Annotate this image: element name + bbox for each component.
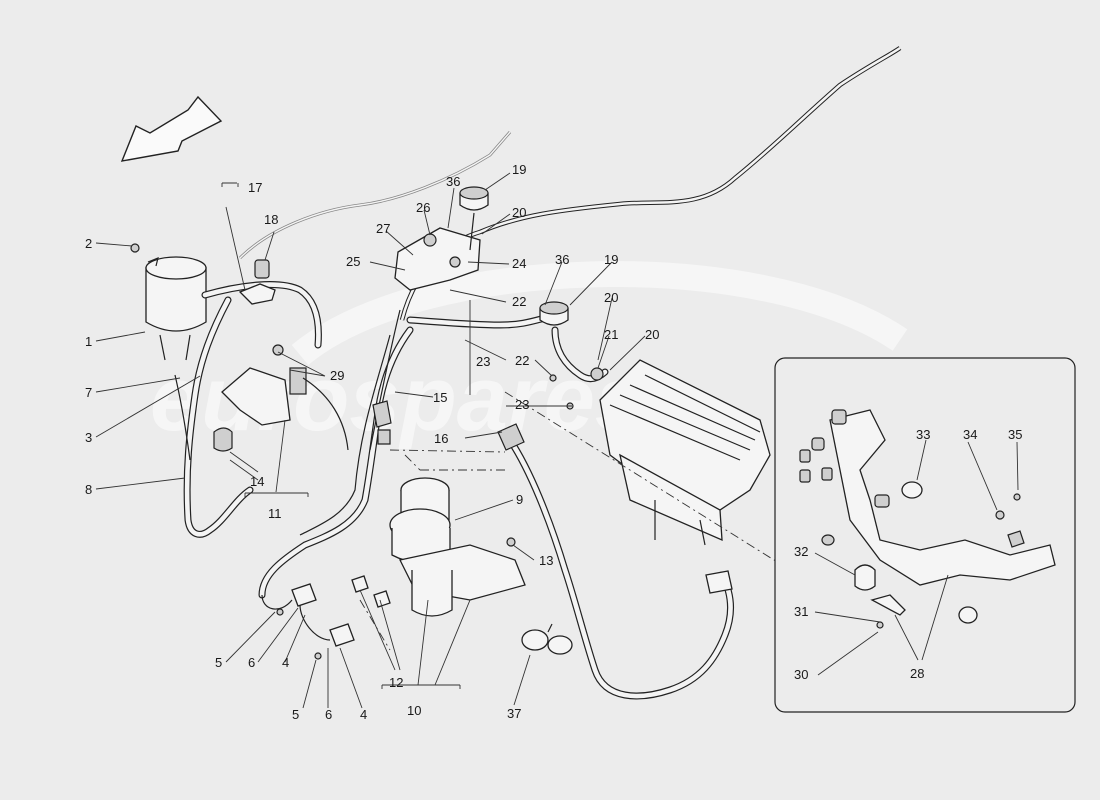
callout-21: 21	[604, 327, 618, 342]
callout-28: 28	[910, 666, 924, 681]
callout-22: 22	[512, 294, 526, 309]
callout-20: 20	[604, 290, 618, 305]
callout-25: 25	[346, 254, 360, 269]
callout-8: 8	[85, 482, 92, 497]
callout-14: 14	[250, 474, 264, 489]
callout-23: 23	[515, 397, 529, 412]
callout-36: 36	[446, 174, 460, 189]
callout-10: 10	[407, 703, 421, 718]
callout-20: 20	[645, 327, 659, 342]
callout-36: 36	[555, 252, 569, 267]
callout-6: 6	[248, 655, 255, 670]
callout-4: 4	[282, 655, 289, 670]
leader-lines	[95, 172, 1019, 709]
callout-9: 9	[516, 492, 523, 507]
callout-30: 30	[794, 667, 808, 682]
solenoid-valves	[261, 575, 391, 660]
callout-13: 13	[539, 553, 553, 568]
reference-lines	[359, 391, 791, 651]
callout-29: 29	[330, 368, 344, 383]
callout-23: 23	[476, 354, 490, 369]
main-hose	[497, 423, 734, 700]
callout-4: 4	[360, 707, 367, 722]
callout-5: 5	[292, 707, 299, 722]
callout-20: 20	[512, 205, 526, 220]
callout-7: 7	[85, 385, 92, 400]
watermark: eurospares	[150, 261, 908, 450]
callout-35: 35	[1008, 427, 1022, 442]
secondary-valve	[539, 301, 609, 410]
callout-15: 15	[433, 390, 447, 405]
air-box	[599, 359, 771, 546]
callout-31: 31	[794, 604, 808, 619]
callout-18: 18	[264, 212, 278, 227]
callout-labels: 1 2 3 4 4 5 5 6 6 7 8 9 10 11 12 13 14 1…	[85, 162, 1022, 722]
callout-24: 24	[512, 256, 526, 271]
direction-arrow-icon	[120, 95, 223, 162]
canister	[130, 243, 207, 361]
callout-26: 26	[416, 200, 430, 215]
callout-11: 11	[268, 506, 282, 521]
pipe-harness	[258, 309, 549, 599]
callout-27: 27	[376, 221, 390, 236]
clip	[238, 259, 276, 305]
callout-22: 22	[515, 353, 529, 368]
callout-3: 3	[85, 430, 92, 445]
callout-6: 6	[325, 707, 332, 722]
bracket-assembly	[213, 344, 349, 452]
clamp	[521, 623, 573, 655]
callout-1: 1	[85, 334, 92, 349]
callout-17: 17	[248, 180, 262, 195]
callout-33: 33	[916, 427, 930, 442]
detail-inset	[774, 357, 1076, 713]
callout-5: 5	[215, 655, 222, 670]
callout-32: 32	[794, 544, 808, 559]
callout-37: 37	[507, 706, 521, 721]
callout-19: 19	[604, 252, 618, 267]
air-pump	[389, 477, 526, 617]
callout-16: 16	[434, 431, 448, 446]
callout-12: 12	[389, 675, 403, 690]
upper-manifold	[394, 186, 489, 291]
left-hoses	[174, 281, 322, 538]
callout-34: 34	[963, 427, 977, 442]
callout-2: 2	[85, 236, 92, 251]
callout-19: 19	[512, 162, 526, 177]
